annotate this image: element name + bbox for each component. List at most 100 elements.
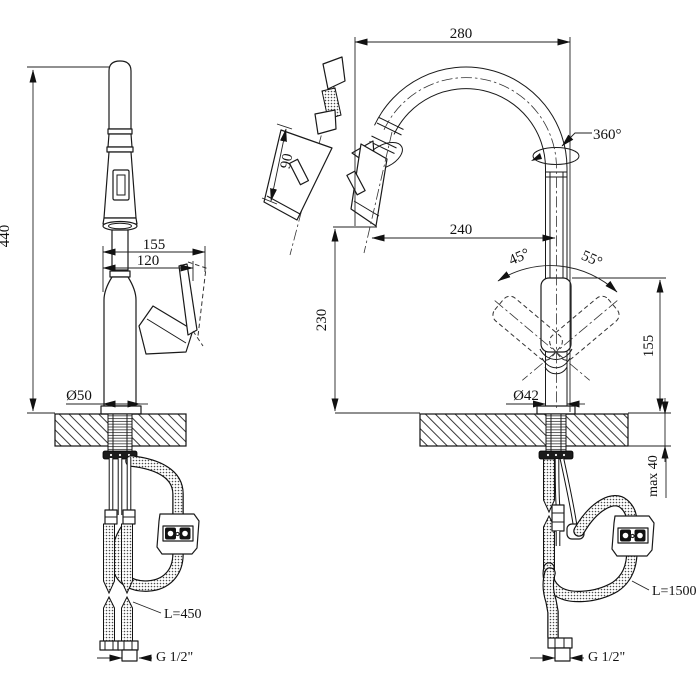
hose-end-cone [322,56,346,90]
supply-tubes-right [551,458,585,546]
braided-supply-hoses-left [103,523,133,642]
threaded-shank-left [107,413,133,453]
tube-fitting [551,504,565,532]
countertop-slab-right [419,413,629,447]
thread-stub [121,649,138,662]
dim-90: 90 [278,152,297,170]
screw-slot [182,530,188,537]
dim-240: 240 [450,222,473,238]
nut-highlight [546,453,550,457]
counterweight-right [611,515,655,557]
spray-face-line [353,200,380,217]
handle-lever-front [540,277,572,353]
pullout-hose-upper [543,458,555,514]
threaded-shank-right [545,413,567,453]
dimensions-left: 440 155 120 Ø50 L=450 G 1/2" [0,66,206,665]
base-flange-front [536,405,576,415]
spout-ring [371,135,397,149]
dim-280: 280 [450,26,473,42]
spray-outlet-hole [108,222,132,230]
label-thread-right: G 1/2" [588,650,625,665]
dim-angle-45: 45° [507,246,533,269]
braided-hose-upper [103,523,115,595]
spout-outer [374,66,568,406]
supply-tubes-left [104,458,136,525]
centerlines-right [383,77,557,410]
dim-155-height: 155 [641,335,657,358]
handle-arm-side [138,305,194,355]
counterweight-hole [175,531,180,537]
long-hose-loop-right [542,495,638,643]
countertop-section-right [419,413,629,460]
label-hose-length-left: L=450 [164,607,201,622]
nut-highlight [118,453,122,457]
pullout-head-detached [263,56,346,256]
braided-hose-lower [121,595,133,642]
leader-hose-length-right [631,580,650,591]
dim-155-handle: 155 [143,237,166,253]
hex-nut [547,637,573,649]
dim-max-40: max 40 [646,455,661,497]
spout-neck [111,229,129,271]
spout-ring [376,122,402,136]
spray-head-collar [107,133,133,148]
dim-440: 440 [0,225,13,248]
swivel-ellipse [532,147,580,165]
spray-head-cap [108,60,132,130]
dim-120: 120 [137,253,160,269]
hex-nut [99,640,120,651]
braided-hose-lower [103,595,115,642]
handle-front [492,277,620,415]
handle-tilt-arc [497,265,618,293]
screw-slot [167,530,174,537]
dim-230: 230 [314,309,330,332]
spout-centerline [383,77,557,410]
dim-dia50: Ø50 [66,388,92,404]
nut-highlight [562,453,566,457]
handle-arm-facet [146,318,187,344]
under-counter-left [99,455,200,662]
handle-alt-position-dashed [187,261,207,337]
dimensions-right: 280 90 240 230 360° 45° 55° 155 Ø42 [261,26,696,665]
nut-highlight [554,453,558,457]
leader-hose-length-left [132,601,162,614]
spout-ring [378,117,404,130]
hose-connector [314,109,337,135]
hex-nut [117,640,139,651]
base-flange-side [100,405,142,415]
label-thread-left: G 1/2" [156,650,193,665]
right-view-front: 280 90 240 230 360° 45° 55° 155 Ø42 [261,26,696,665]
counterweight-left [156,513,200,555]
handle-tilted-right-dashed [549,295,620,361]
swivel-indicator [531,147,580,165]
thread-stub [554,647,571,662]
left-view-side: 440 155 120 Ø50 L=450 G 1/2" [0,60,207,665]
dim-angle-55: 55° [579,248,605,271]
screw-slot [637,532,643,539]
handle-base-arc [541,357,571,369]
countertop-section-left [54,413,187,460]
dim-line-90 [270,128,287,202]
faucet-body-side [103,276,137,407]
handle-tilted-left-dashed [492,295,563,361]
spray-head-ring [107,128,133,135]
tilt-centerline [494,300,590,381]
spray-head-lip [106,146,134,153]
mounted-head-axis [363,131,393,254]
screw-slot [622,532,629,539]
spray-button-front [288,158,310,186]
braided-hose-upper [121,523,133,595]
under-counter-right [542,458,655,662]
spray-button-inner [116,174,126,196]
handle-base-arc [544,366,568,375]
counterweight-hole [630,533,635,539]
spray-button-mounted [346,170,366,196]
swivel-arrow [531,153,542,161]
leader-360 [561,132,592,147]
handle-alt-edge-dashed [192,330,204,347]
neck-ring [109,270,131,278]
nut-highlight [109,453,113,457]
pullout-hose-loop-left [111,455,184,592]
